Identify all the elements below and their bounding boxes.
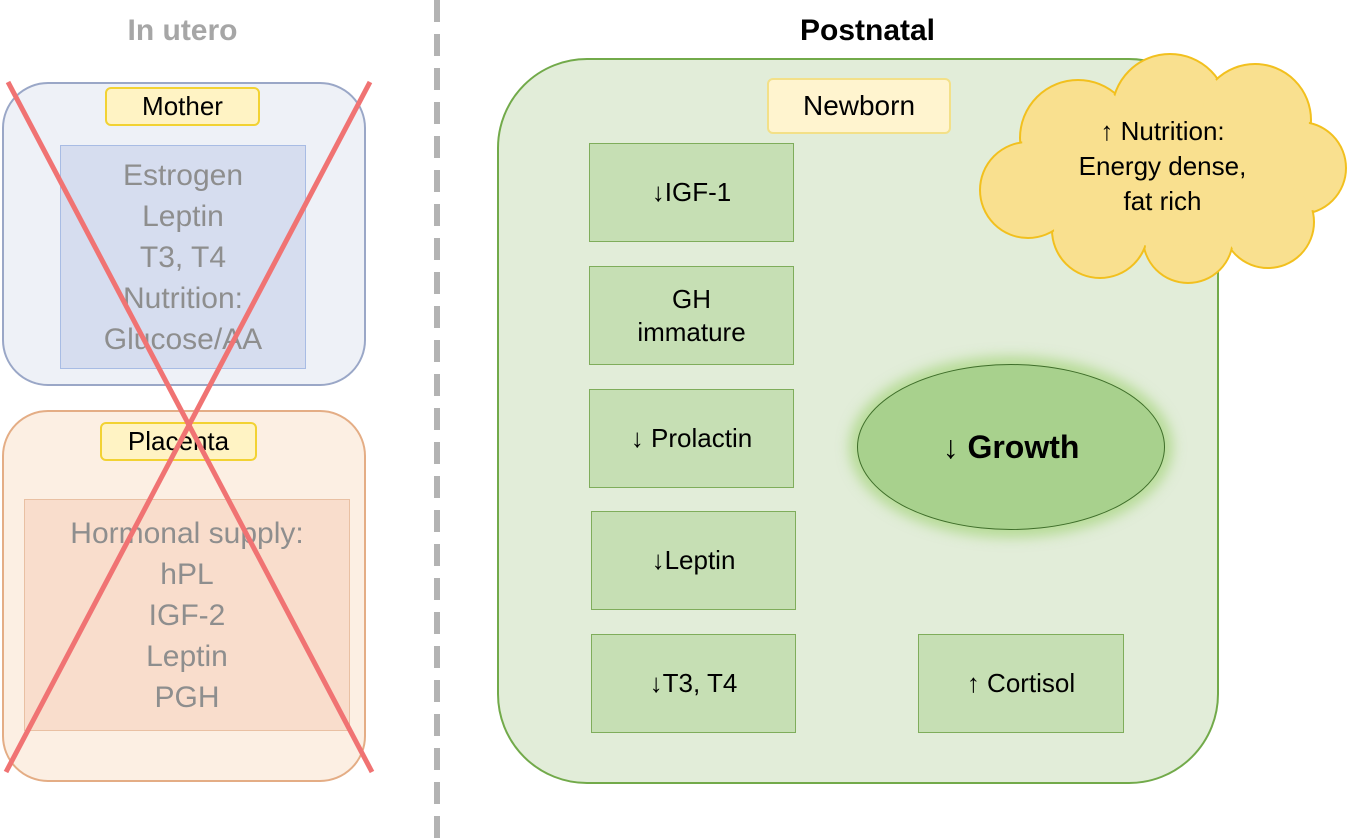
t3t4-box: ↓T3, T4 [591, 634, 796, 733]
mother-item: T3, T4 [139, 240, 227, 274]
mother-item: Estrogen [122, 158, 244, 192]
growth-label: ↓ Growth [942, 428, 1080, 465]
prolactin-box: ↓ Prolactin [589, 389, 794, 488]
nutrition-text: ↑ Nutrition: Energy dense, fat rich [1030, 110, 1295, 222]
igf1-label: ↓IGF-1 [651, 177, 732, 207]
cortisol-label: ↑ Cortisol [966, 668, 1076, 698]
mother-item: Leptin [142, 199, 224, 233]
cross-line-2 [3, 80, 373, 774]
mother-label: Mother [105, 87, 260, 126]
placenta-item: Leptin [146, 639, 228, 673]
igf1-box: ↓IGF-1 [589, 143, 794, 242]
placenta-item: hPL [160, 557, 214, 591]
placenta-item: Hormonal supply: [70, 516, 304, 550]
leptin-box: ↓Leptin [591, 511, 796, 610]
section-divider [434, 0, 440, 839]
placenta-factor-list: Hormonal supply: hPL IGF-2 Leptin PGH [24, 499, 350, 731]
newborn-label: Newborn [767, 78, 951, 134]
mother-item: Nutrition: [122, 281, 244, 315]
placenta-item: PGH [154, 680, 220, 714]
prolactin-label: ↓ Prolactin [630, 423, 753, 453]
postnatal-title: Postnatal [799, 14, 936, 47]
nutrition-line: fat rich [1123, 185, 1202, 216]
mother-factor-list: Estrogen Leptin T3, T4 Nutrition: Glucos… [60, 145, 306, 369]
cortisol-box: ↑ Cortisol [918, 634, 1124, 733]
nutrition-line: ↑ Nutrition: [1100, 115, 1225, 146]
nutrition-line: Energy dense, [1078, 150, 1247, 181]
gh-box: GH immature [589, 266, 794, 365]
leptin-label: ↓Leptin [651, 545, 736, 575]
gh-sublabel: immature [637, 316, 746, 347]
in-utero-title: In utero [127, 14, 238, 47]
placenta-item: IGF-2 [148, 598, 226, 632]
gh-label: GH [672, 283, 711, 314]
growth-ellipse: ↓ Growth [857, 364, 1165, 530]
t3t4-label: ↓T3, T4 [649, 668, 738, 698]
